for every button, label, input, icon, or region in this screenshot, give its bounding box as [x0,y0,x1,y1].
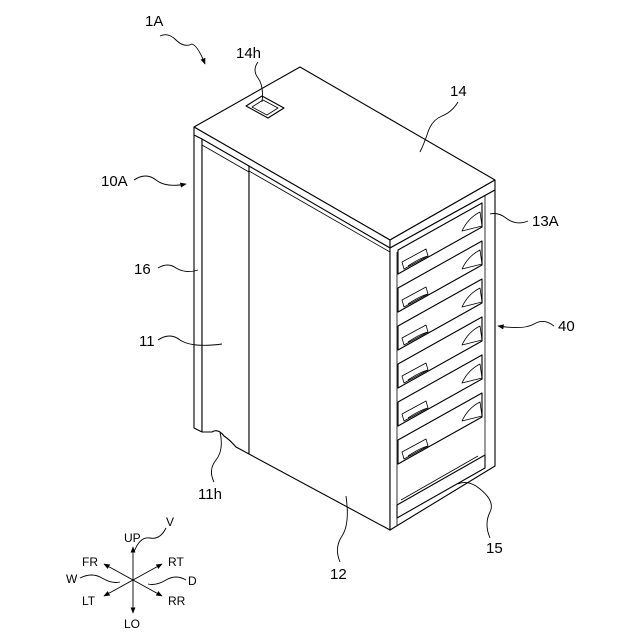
label-rack-side: 13A [532,213,559,230]
axis-label-fr: FR [82,555,98,569]
axis-label-d: D [188,574,197,588]
axis-label-lo: LO [124,617,140,631]
direction-indicator: V UP FR RT W D LT RR LO [66,515,197,631]
label-front-unit: 10A [101,173,128,190]
axis-fr-arrow [104,564,133,580]
leader-edge-frame [158,265,198,272]
axis-label-w: W [66,572,78,586]
axis-label-rt: RT [168,555,184,569]
label-system: 1A [145,13,163,30]
axis-d-leader [148,577,186,585]
label-edge-frame: 16 [134,261,151,278]
label-side-panel: 12 [330,566,347,583]
label-opening: 11h [198,486,222,503]
label-top-hole: 14h [236,45,261,62]
label-front-panel: 11 [139,333,155,350]
edge-frame [194,135,202,432]
axis-w-leader [80,575,120,583]
leader-rack-side [490,214,528,223]
front-panel [202,139,249,454]
leader-opening [211,432,221,482]
leader-front-unit [134,176,186,185]
axis-rt-arrow [133,564,162,580]
leader-system [160,35,205,64]
label-top-plate: 14 [450,83,467,100]
label-drawer-unit: 40 [558,318,575,335]
label-base: 15 [486,540,503,557]
leader-drawer-unit [498,321,554,327]
axis-label-v: V [166,515,174,529]
axis-rr-arrow [133,580,162,596]
axis-label-up: UP [124,531,141,545]
leader-base [458,482,491,538]
axis-label-lt: LT [82,594,96,608]
axis-label-rr: RR [168,594,186,608]
